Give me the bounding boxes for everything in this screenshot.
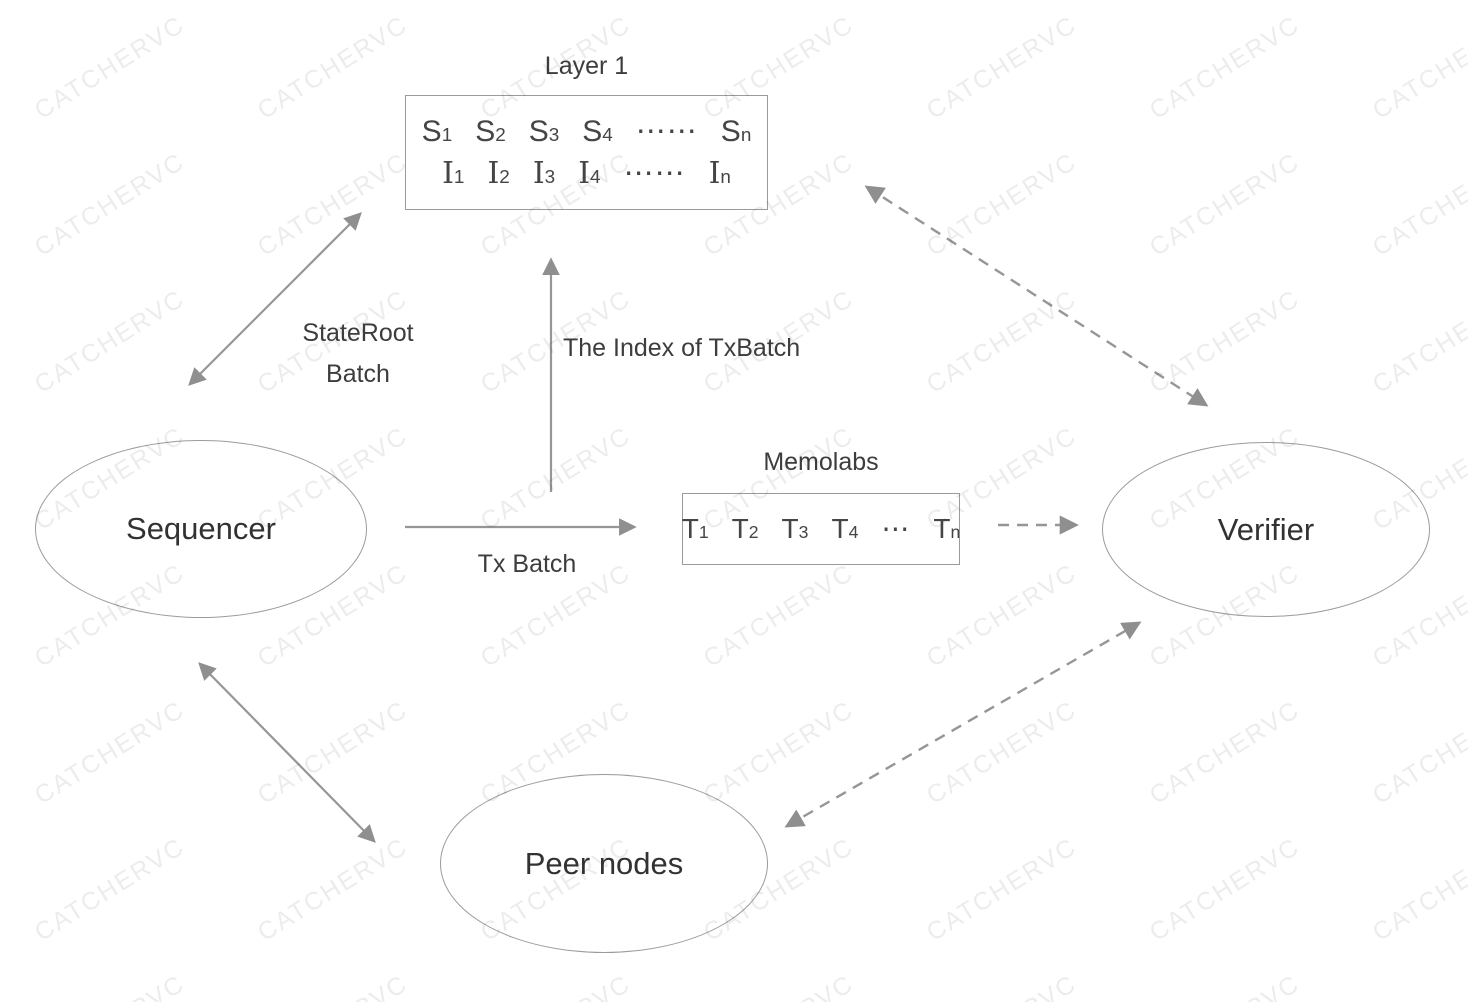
txbatch-sequence-row: T1 T2 T3 T4 ⋯ Tn xyxy=(682,515,961,543)
layer1-title: Layer 1 xyxy=(544,52,629,80)
edge-label-stateroot-line1: StateRoot xyxy=(302,319,414,347)
edge-label-stateroot-line2: Batch xyxy=(326,360,390,388)
sequence-item: T3 xyxy=(781,513,809,544)
sequence-item: T2 xyxy=(731,513,759,544)
node-sequencer-label: Sequencer xyxy=(126,511,276,546)
sequence-item: I4 xyxy=(578,155,601,191)
edge-label-tx-batch: Tx Batch xyxy=(477,550,577,578)
arrow-sequencer-peer-nodes xyxy=(198,662,376,843)
sequence-item: Sn xyxy=(720,114,752,148)
arrow-sequencer-layer1-stateroot xyxy=(188,212,362,386)
memolabs-title: Memolabs xyxy=(763,448,879,476)
sequence-item: T1 xyxy=(681,513,709,544)
sequence-item: ⋯⋯ xyxy=(623,155,686,191)
sequence-item: In xyxy=(708,155,731,191)
edge-label-stateroot-batch: StateRoot Batch xyxy=(248,313,468,395)
sequence-item: S3 xyxy=(528,114,560,148)
sequence-item: S4 xyxy=(582,114,613,148)
node-verifier-label: Verifier xyxy=(1217,511,1315,547)
sequence-item: S1 xyxy=(421,114,453,148)
sequence-item: ⋯ xyxy=(881,513,911,544)
arrow-dashed-layer1-verifier xyxy=(864,185,1209,407)
node-peer-nodes: Peer nodes xyxy=(440,774,768,953)
node-verifier: Verifier xyxy=(1102,442,1430,617)
sequence-item: Tn xyxy=(933,513,961,544)
arrow-dashed-peer-nodes-verifier xyxy=(784,621,1142,828)
node-sequencer: Sequencer xyxy=(35,440,367,618)
stateroot-sequence-row: S1 S2 S3 S4 ⋯⋯ Sn xyxy=(406,114,767,148)
sequence-item: I3 xyxy=(532,155,556,191)
sequence-item: S2 xyxy=(475,114,506,148)
sequence-item: T4 xyxy=(831,513,859,544)
node-peer-nodes-label: Peer nodes xyxy=(524,845,684,881)
sequence-item: I1 xyxy=(442,155,465,191)
index-sequence-row: I1 I2 I3 I4 ⋯⋯ In xyxy=(406,155,767,191)
edge-label-index-of-txbatch: The Index of TxBatch xyxy=(563,334,801,362)
sequence-item: ⋯⋯ xyxy=(635,114,698,148)
sequence-item: I2 xyxy=(487,155,510,191)
memolabs-box: T1 T2 T3 T4 ⋯ Tn xyxy=(682,493,960,565)
layer1-box: S1 S2 S3 S4 ⋯⋯ Sn I1 I2 I3 I4 ⋯⋯ In xyxy=(405,95,768,210)
